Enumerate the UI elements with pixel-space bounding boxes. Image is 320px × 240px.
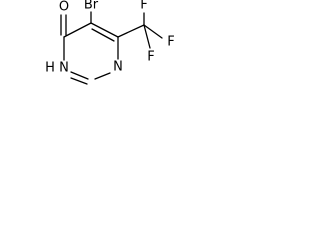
bond-c5-c6-double-a — [90, 22, 119, 38]
atom-fluorine-right: F — [167, 35, 174, 50]
bond-c6-cf3 — [117, 24, 145, 38]
atom-fluorine-bottom: F — [147, 50, 154, 65]
atom-nh-nitrogen: N — [59, 61, 69, 76]
bond-c5-c6-double-b — [91, 28, 115, 42]
atom-bromine: Br — [84, 0, 99, 13]
atom-labels: O Br H N N F F F — [45, 0, 175, 76]
atom-fluorine-top: F — [140, 0, 147, 13]
bond-c2-n3-double-a — [70, 71, 89, 80]
bond-cf3-f-bottom — [143, 24, 151, 49]
atom-oxygen: O — [59, 0, 69, 15]
atom-ring-nitrogen: N — [113, 60, 123, 75]
chemical-structure: O Br H N N F F F — [45, 0, 175, 85]
bond-c2-n3-double-b — [70, 77, 88, 85]
bond-cf3-f-right — [143, 24, 163, 39]
bond-c4-c5 — [63, 22, 92, 38]
bonds — [60, 11, 163, 85]
atom-nh-hydrogen: H — [45, 61, 55, 76]
bond-n1-c2 — [94, 72, 111, 80]
